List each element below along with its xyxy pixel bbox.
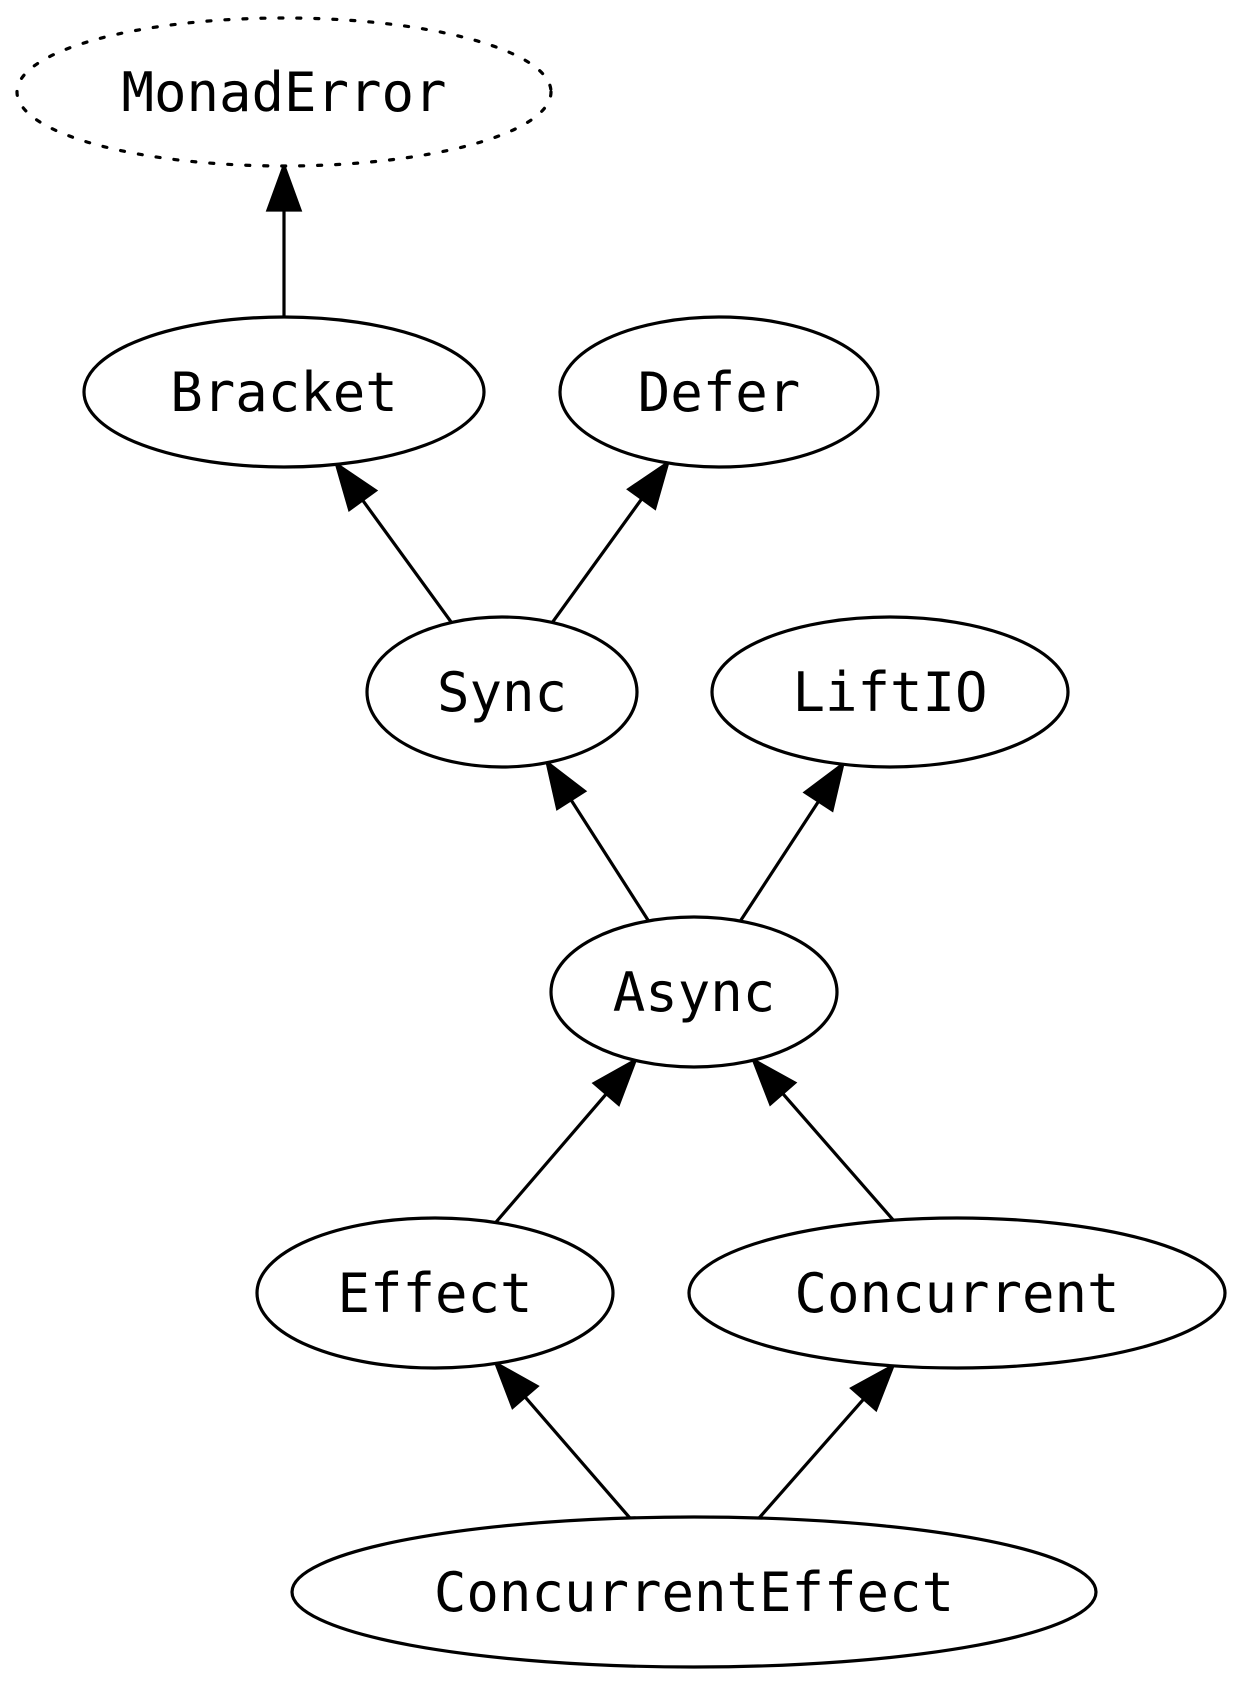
edge-async-to-liftio (739, 760, 846, 922)
node-label: LiftIO (792, 661, 987, 724)
arrowhead-icon (849, 1362, 897, 1413)
node-defer: Defer (558, 315, 880, 469)
node-async: Async (549, 915, 839, 1069)
edge-line (739, 800, 821, 922)
edge-concurrent-to-async (750, 1056, 895, 1222)
edge-line (494, 1092, 608, 1224)
node-ellipse (255, 1216, 615, 1370)
arrowhead-icon (265, 161, 303, 212)
edge-line (569, 798, 650, 922)
node-label: MonadError (121, 61, 446, 124)
arrowhead-icon (626, 459, 671, 511)
edge-effect-to-async (494, 1056, 639, 1224)
node-label: ConcurrentEffect (434, 1561, 954, 1624)
node-bracket: Bracket (82, 315, 486, 469)
arrowhead-icon (802, 760, 846, 813)
node-label: Concurrent (794, 1262, 1119, 1325)
arrowhead-icon (591, 1056, 639, 1107)
node-ellipse (549, 915, 839, 1069)
node-monaderror: MonadError (15, 16, 553, 168)
arrowhead-icon (492, 1359, 540, 1410)
node-label: Bracket (170, 361, 398, 424)
edge-line (551, 497, 644, 624)
node-label: Effect (337, 1262, 532, 1325)
node-ellipse (365, 615, 639, 769)
node-ellipse (290, 1515, 1098, 1669)
edge-concurrenteffect-to-effect (492, 1359, 632, 1520)
edges-layer (265, 161, 897, 1520)
edge-async-to-sync (544, 758, 650, 922)
node-effect: Effect (255, 1216, 615, 1370)
arrowhead-icon (750, 1056, 798, 1107)
node-label: Defer (638, 361, 801, 424)
node-concurrenteffect: ConcurrentEffect (290, 1515, 1098, 1669)
edge-line (361, 499, 453, 624)
node-concurrent: Concurrent (687, 1216, 1227, 1370)
node-ellipse (82, 315, 486, 469)
edge-sync-to-defer (551, 459, 671, 624)
arrowhead-icon (544, 758, 588, 811)
edge-concurrenteffect-to-concurrent (757, 1362, 897, 1520)
node-ellipse (687, 1216, 1227, 1370)
edge-bracket-to-monaderror (265, 161, 303, 317)
node-ellipse (558, 315, 880, 469)
node-ellipse (710, 615, 1070, 769)
node-sync: Sync (365, 615, 639, 769)
node-label: Sync (437, 661, 567, 724)
edge-line (523, 1395, 632, 1520)
node-label: Async (613, 961, 776, 1024)
node-ellipse (15, 16, 553, 168)
node-liftio: LiftIO (710, 615, 1070, 769)
edge-line (781, 1092, 895, 1222)
edge-line (757, 1397, 866, 1520)
arrowhead-icon (333, 460, 379, 512)
edge-sync-to-bracket (333, 460, 453, 624)
